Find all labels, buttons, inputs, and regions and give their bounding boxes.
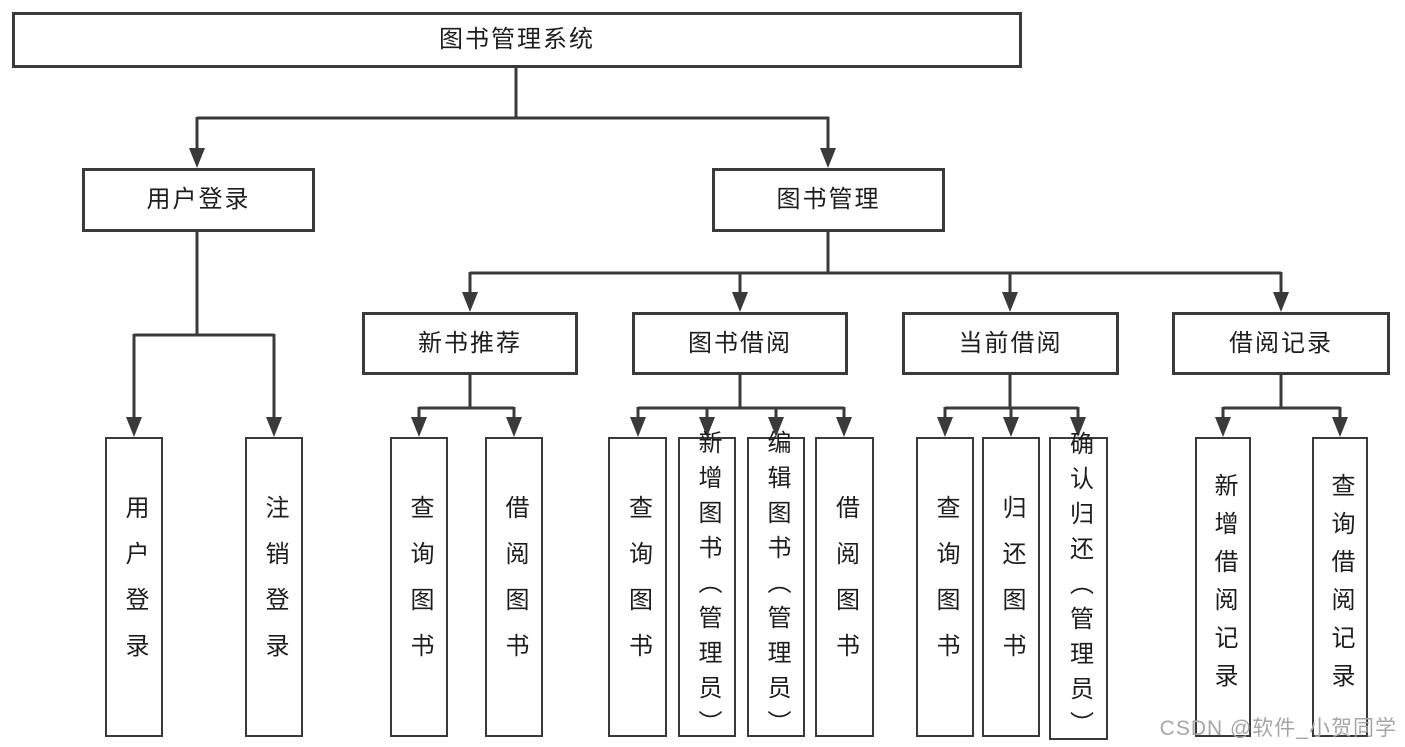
leaf-nb-query-books: 查询图书 [390,437,448,737]
arrow-down-icon [836,417,852,437]
arrow-down-icon [820,148,836,168]
node-book-management: 图书管理 [712,168,945,232]
connector-current-borrow-children [937,375,1086,437]
arrow-down-icon [266,417,282,437]
connector-book-borrow-children [630,375,852,437]
leaf-bb-query-books: 查询图书 [608,437,667,737]
node-borrow-records: 借阅记录 [1172,312,1390,375]
connector-root-to-level2 [189,66,836,168]
connector-borrow-records-children [1215,375,1348,437]
arrow-down-icon [411,417,427,437]
leaf-bb-add-books-admin: 新增图书（管理员） [678,430,736,745]
arrow-down-icon [1332,417,1348,437]
leaf-br-query-record: 查询借阅记录 [1312,437,1368,737]
leaf-br-add-record: 新增借阅记录 [1195,437,1251,737]
node-user-login: 用户登录 [82,168,315,232]
arrow-down-icon [1215,417,1231,437]
node-current-borrow: 当前借阅 [902,312,1119,375]
arrow-down-icon [937,417,953,437]
arrow-down-icon [1273,292,1289,312]
leaf-user-login: 用户登录 [105,437,163,737]
leaf-cb-confirm-return-admin: 确认归还（管理员） [1049,431,1108,746]
leaf-logout-login: 注销登录 [245,437,303,737]
arrow-down-icon [126,417,142,437]
connector-new-book-recommend-children [411,375,522,437]
arrow-down-icon [732,292,748,312]
leaf-cb-return-books: 归还图书 [982,437,1040,737]
arrow-down-icon [189,148,205,168]
arrow-down-icon [1003,417,1019,437]
node-book-borrow: 图书借阅 [632,312,848,375]
arrow-down-icon [462,292,478,312]
leaf-bb-borrow-books: 借阅图书 [815,437,874,737]
leaf-bb-edit-books-admin: 编辑图书（管理员） [747,430,805,745]
connector-book-management-children [462,232,1289,312]
arrow-down-icon [506,417,522,437]
node-new-book-recommend: 新书推荐 [362,312,578,375]
leaf-cb-query-books: 查询图书 [916,437,974,737]
node-root: 图书管理系统 [12,12,1022,68]
arrow-down-icon [1002,292,1018,312]
arrow-down-icon [630,417,646,437]
watermark: CSDN @软件_小贺同学 [1159,717,1397,740]
leaf-nb-borrow-books: 借阅图书 [485,437,543,737]
connector-user-login-children [126,232,282,437]
